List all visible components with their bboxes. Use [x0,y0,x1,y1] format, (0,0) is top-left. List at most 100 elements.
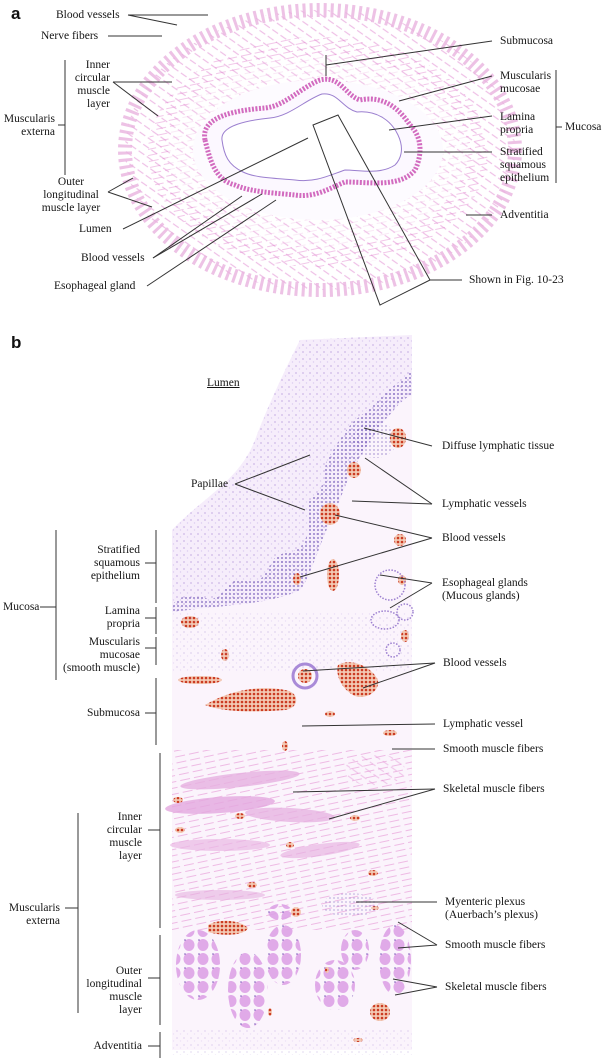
label-line: propria [106,618,140,630]
label-line: Outer [115,965,142,977]
blood-vessel [390,428,406,448]
epithelium-outline [221,93,402,182]
label-line: layer [119,850,142,862]
panel-label-a: a [11,4,21,23]
lamina-propria [172,612,412,672]
label-mucosa-b: Mucosa [3,601,40,613]
label-line: longitudinal [43,189,99,201]
label-papillae: Papillae [191,478,229,490]
blood-vessel [347,462,361,478]
label-blood-vessels-b-2: Blood vessels [443,657,507,669]
label-lymphatic-vessels: Lymphatic vessels [442,498,527,510]
label-lumen-a: Lumen [79,223,112,235]
blood-vessel [208,920,248,935]
label-blood-vessels-a-top: Blood vessels [56,9,120,21]
myenteric-plexus [322,893,378,917]
label-esophageal-gland: Esophageal gland [54,280,136,292]
blood-vessel [398,575,406,585]
blood-vessel [327,559,339,591]
label-line: Muscularis [500,70,552,82]
label-line: Muscularis [88,636,140,648]
blood-vessel [383,730,397,736]
label-line: muscle layer [41,202,101,214]
label-lumen-b: Lumen [207,377,240,389]
label-line: muscle [109,991,142,1003]
label-line: layer [87,98,110,110]
adventitia-layer [172,1030,412,1055]
panel-b-tissue-section [165,335,414,1055]
skeletal-muscle-fiber [180,770,300,790]
skeletal-muscle-bundle [341,930,369,970]
label-lamina-propria-b: Lamina propria [60,605,140,631]
blood-vessel [282,741,288,751]
skeletal-muscle-bundle [379,925,411,995]
smooth-muscle-fibers [345,754,405,786]
skeletal-muscle-fiber [165,796,275,814]
blood-vessel [394,534,406,546]
label-line: Esophageal glands [442,577,528,589]
blood-vessel [298,669,312,683]
skeletal-muscle-bundle [268,904,292,920]
label-lamina-propria-a: Lamina propria [500,111,535,137]
label-muscularis-mucosae-b: Muscularis mucosae (smooth muscle) [40,636,140,675]
blood-vessel [325,711,335,717]
label-line: Inner [85,59,110,71]
blood-vessel-wall [291,662,319,690]
label-line: layer [119,1004,142,1016]
label-blood-vessels-a-bottom: Blood vessels [81,252,145,264]
label-line: circular [74,72,110,84]
label-line: (smooth muscle) [63,662,140,674]
label-line: squamous [94,557,140,569]
label-adventitia-a: Adventitia [500,209,549,221]
label-line: Myenteric plexus [445,896,526,908]
label-line: externa [21,126,55,138]
panel-a-cross-section [118,3,522,306]
skeletal-muscle-fiber [245,807,335,823]
label-line: (Mucous glands) [442,590,520,602]
label-skeletal-muscle-fibers-2: Skeletal muscle fibers [445,981,547,993]
label-inner-circular-b: Inner circular muscle layer [80,811,142,863]
outer-longitudinal-muscle [176,904,411,1042]
label-lymphatic-vessel: Lymphatic vessel [443,718,524,730]
label-shown-in-fig: Shown in Fig. 10-23 [469,274,564,286]
label-line: muscle [109,837,142,849]
label-stratified-epithelium-a: Stratified squamous epithelium [500,146,549,185]
label-submucosa-a: Submucosa [500,35,554,47]
label-line: Stratified [500,146,543,158]
blood-vessel [178,676,222,684]
label-line: longitudinal [86,978,142,990]
label-line: mucosae [99,649,140,661]
label-line: epithelium [500,172,550,184]
label-nerve-fibers: Nerve fibers [41,30,99,42]
blood-vessels-upper [181,428,409,661]
label-line: Muscularis [8,902,60,914]
label-line: (Auerbach’s plexus) [445,909,538,921]
blood-vessel [293,573,301,585]
label-adventitia-b: Adventitia [93,1040,142,1052]
label-line: Inner [117,811,142,823]
submucosa-blood-vessels [178,662,397,751]
diffuse-lymphatic-tissue [353,422,397,458]
blood-vessel [337,662,379,698]
label-line: externa [26,915,60,927]
label-blood-vessels-b-1: Blood vessels [442,532,506,544]
label-skeletal-muscle-fibers-1: Skeletal muscle fibers [443,783,545,795]
leader-lines [40,14,562,1058]
label-line: Stratified [97,544,140,556]
label-smooth-muscle-fibers-1: Smooth muscle fibers [443,743,544,755]
panel-label-b: b [11,333,22,352]
label-line: epithelium [90,570,140,582]
label-inner-circular-a: Inner circular muscle layer [70,59,110,111]
label-smooth-muscle-fibers-2: Smooth muscle fibers [445,939,546,951]
label-esophageal-glands: Esophageal glands (Mucous glands) [442,577,528,603]
label-outer-longitudinal-b: Outer longitudinal muscle layer [72,965,142,1017]
label-stratified-epithelium-b: Stratified squamous epithelium [60,544,140,583]
papillae-basal-layer [172,370,412,612]
skeletal-muscle-bundle [315,960,355,1010]
skeletal-muscle-bundle [176,930,220,1000]
skeletal-muscle-fiber [175,890,265,900]
label-outer-longitudinal-a: Outer longitudinal muscle layer [38,176,104,215]
label-line: mucosae [500,83,541,95]
blood-vessel [205,688,297,712]
